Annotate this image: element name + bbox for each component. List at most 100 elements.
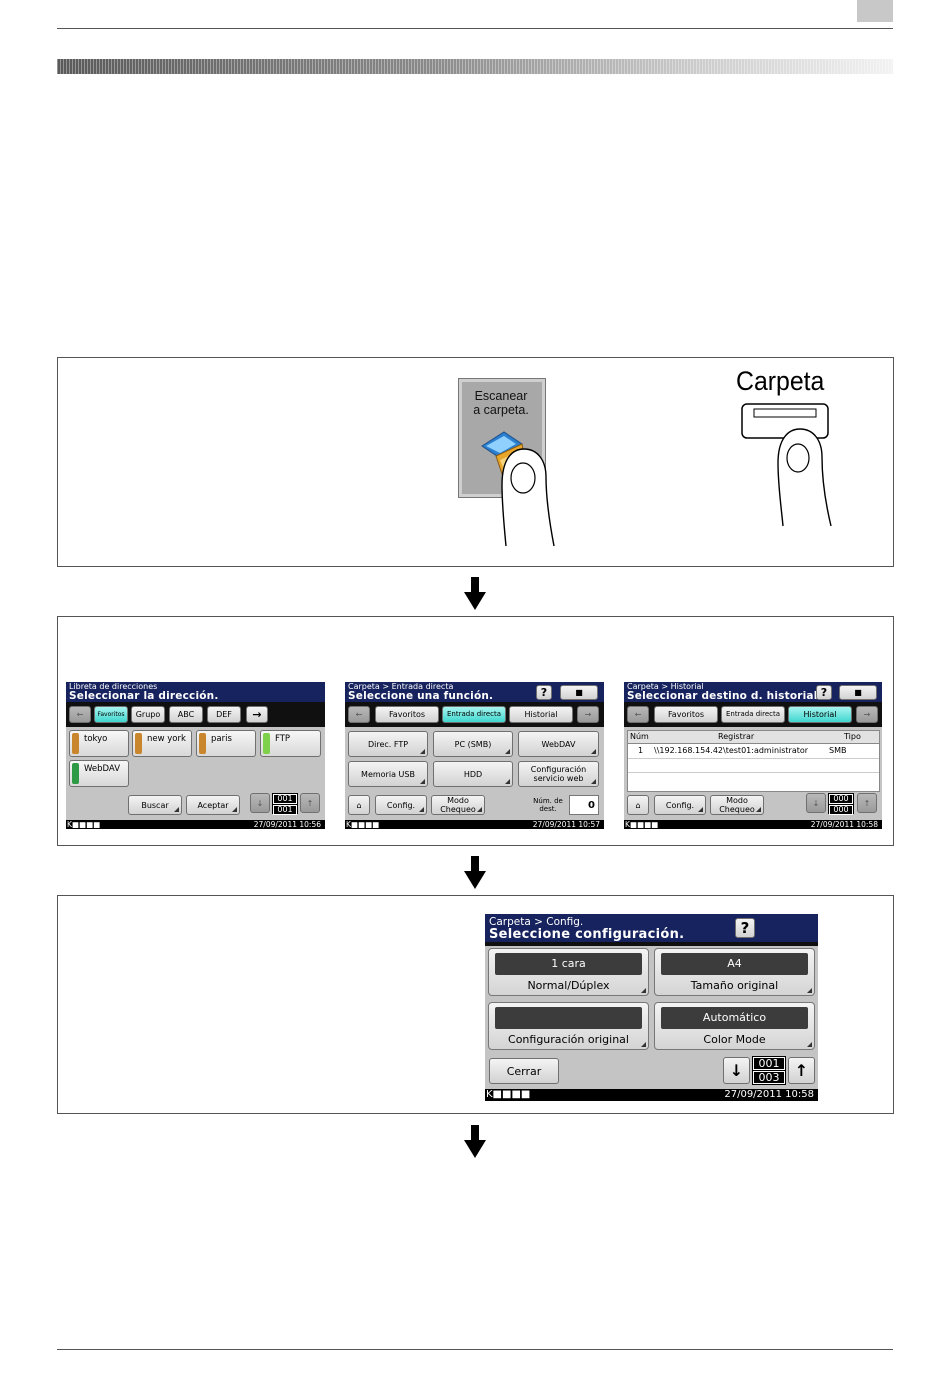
status-bar: K■■■■27/09/2011 10:58 xyxy=(624,820,882,829)
accept-button[interactable]: Aceptar xyxy=(186,795,240,815)
col-register: Registrar xyxy=(718,732,755,741)
help-button[interactable]: ? xyxy=(816,685,832,700)
close-button[interactable]: Cerrar xyxy=(489,1058,559,1084)
hdd-button[interactable]: HDD xyxy=(433,761,513,787)
user-icon[interactable]: ■ xyxy=(839,685,877,700)
destination-label: WebDAV xyxy=(84,764,121,774)
screen-subtitle: Carpeta > Entrada directa xyxy=(348,682,454,691)
usb-memory-button[interactable]: Memoria USB xyxy=(348,761,428,787)
status-bar: K■■■■27/09/2011 10:57 xyxy=(345,820,604,829)
header-rule xyxy=(57,28,893,29)
forward-arrow-button[interactable]: → xyxy=(577,706,599,723)
help-button[interactable]: ? xyxy=(536,685,552,700)
web-service-config-button[interactable]: Configuración servicio web xyxy=(518,761,599,787)
counter-total: 003 xyxy=(753,1071,785,1084)
tab-favorites[interactable]: Favoritos xyxy=(94,706,128,723)
config-button[interactable]: Config. xyxy=(375,795,427,815)
setting-value: A4 xyxy=(661,953,808,975)
counter-current: 001 xyxy=(753,1057,785,1070)
setting-value xyxy=(495,1007,642,1029)
setting-label: Color Mode xyxy=(703,1033,766,1046)
destination-tokyo[interactable]: tokyo xyxy=(69,730,129,757)
back-arrow-button[interactable]: ← xyxy=(627,706,649,723)
tab-history[interactable]: Historial xyxy=(509,706,573,723)
row-num: 1 xyxy=(638,746,644,755)
screen-title: Seleccionar destino d. historial xyxy=(627,690,818,702)
forward-arrow-button[interactable]: → xyxy=(856,706,878,723)
direct-input-screen: Carpeta > Entrada directa Seleccione una… xyxy=(345,682,604,829)
ftp-direct-button[interactable]: Direc. FTP xyxy=(348,731,428,757)
scroll-up-button[interactable]: ↑ xyxy=(300,793,320,813)
scroll-up-button[interactable]: ↑ xyxy=(788,1057,815,1084)
help-button[interactable]: ? xyxy=(735,918,755,938)
screen-title-bar: Libreta de direcciones Seleccionar la di… xyxy=(66,682,325,702)
setting-label: Normal/Dúplex xyxy=(527,979,610,992)
datetime: 27/09/2011 10:57 xyxy=(532,820,600,829)
back-arrow-button[interactable]: ← xyxy=(69,706,91,723)
destination-label: tokyo xyxy=(84,734,108,744)
tab-direct-input[interactable]: Entrada directa xyxy=(442,706,506,723)
check-mode-button[interactable]: Modo Chequeo xyxy=(431,795,485,815)
section-gradient-bar xyxy=(57,59,893,74)
pressing-finger-icon xyxy=(777,428,832,527)
tab-history[interactable]: Historial xyxy=(788,706,852,723)
original-size-setting-button[interactable]: A4 Tamaño original xyxy=(654,948,815,996)
scroll-up-button[interactable]: ↑ xyxy=(857,793,877,813)
tab-group[interactable]: Grupo xyxy=(131,706,165,723)
counter-total: 000 xyxy=(829,805,853,815)
col-num: Núm xyxy=(630,732,649,741)
home-icon[interactable]: ⌂ xyxy=(348,795,370,815)
forward-arrow-button[interactable]: → xyxy=(246,706,268,723)
datetime: 27/09/2011 10:58 xyxy=(724,1089,814,1100)
title-divider xyxy=(485,942,818,946)
counter-current: 001 xyxy=(273,794,297,804)
config-button[interactable]: Config. xyxy=(654,795,706,815)
history-table: Núm Registrar Tipo 1 \\192.168.154.42\te… xyxy=(627,730,880,792)
smb-tag xyxy=(72,733,79,754)
status-bar: K■■■■27/09/2011 10:58 xyxy=(485,1089,818,1101)
tab-abc[interactable]: ABC xyxy=(169,706,203,723)
screen-title: Seleccione configuración. xyxy=(489,927,685,942)
screen-subtitle: Carpeta > Historial xyxy=(627,682,704,691)
original-settings-button[interactable]: Configuración original xyxy=(488,1002,649,1050)
destination-webdav[interactable]: WebDAV xyxy=(69,760,129,787)
tab-favorites[interactable]: Favoritos xyxy=(375,706,439,723)
tab-def[interactable]: DEF xyxy=(207,706,241,723)
destination-label: paris xyxy=(211,734,232,744)
destination-ftp[interactable]: FTP xyxy=(260,730,321,757)
down-arrow-icon xyxy=(464,856,486,889)
search-button[interactable]: Buscar xyxy=(128,795,182,815)
check-mode-button[interactable]: Modo Chequeo xyxy=(710,795,764,815)
memory-indicator-icon: K■■■■ xyxy=(625,820,659,829)
scroll-down-button[interactable]: ↓ xyxy=(250,793,270,813)
tab-direct-input[interactable]: Entrada directa xyxy=(721,706,785,723)
webdav-button[interactable]: WebDAV xyxy=(518,731,599,757)
dest-count-value: 0 xyxy=(569,795,599,815)
user-icon[interactable]: ■ xyxy=(560,685,598,700)
table-header: Núm Registrar Tipo xyxy=(628,731,879,744)
table-row[interactable]: 1 \\192.168.154.42\test01:administrator … xyxy=(628,744,879,759)
datetime: 27/09/2011 10:56 xyxy=(253,820,321,829)
status-bar: K■■■■27/09/2011 10:56 xyxy=(66,820,325,829)
setting-label: Configuración original xyxy=(508,1033,629,1046)
tab-favorites[interactable]: Favoritos xyxy=(654,706,718,723)
scroll-down-button[interactable]: ↓ xyxy=(806,793,826,813)
pc-smb-button[interactable]: PC (SMB) xyxy=(433,731,513,757)
destination-label: new york xyxy=(147,734,186,744)
color-mode-setting-button[interactable]: Automático Color Mode xyxy=(654,1002,815,1050)
col-type: Tipo xyxy=(844,732,861,741)
destination-new-york[interactable]: new york xyxy=(132,730,192,757)
counter-total: 001 xyxy=(273,805,297,815)
duplex-setting-button[interactable]: 1 cara Normal/Dúplex xyxy=(488,948,649,996)
destination-paris[interactable]: paris xyxy=(196,730,256,757)
home-icon[interactable]: ⌂ xyxy=(627,795,649,815)
scroll-down-button[interactable]: ↓ xyxy=(723,1057,750,1084)
destination-label: FTP xyxy=(275,734,291,744)
settings-screen: Carpeta > Config. Seleccione configuraci… xyxy=(485,914,818,1101)
screen-title: Seleccione una función. xyxy=(348,690,494,702)
back-arrow-button[interactable]: ← xyxy=(348,706,370,723)
dest-count-label: Núm. de dest. xyxy=(533,797,563,813)
row-divider xyxy=(628,772,879,773)
